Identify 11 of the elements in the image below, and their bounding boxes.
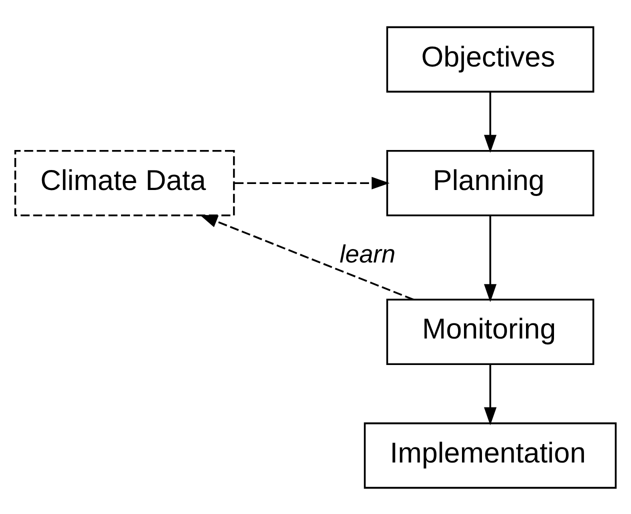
node-box: Objectives <box>386 26 594 92</box>
node-box: Planning <box>386 149 594 216</box>
arrow <box>234 176 390 189</box>
node-box: Climate Data <box>14 149 235 216</box>
arrow <box>200 214 414 300</box>
node-box: Implementation <box>364 422 617 488</box>
arrow <box>484 215 497 302</box>
arrow <box>484 364 497 425</box>
edge-label: learn <box>340 240 396 268</box>
arrow <box>484 92 497 152</box>
node-box: Monitoring <box>386 298 594 365</box>
